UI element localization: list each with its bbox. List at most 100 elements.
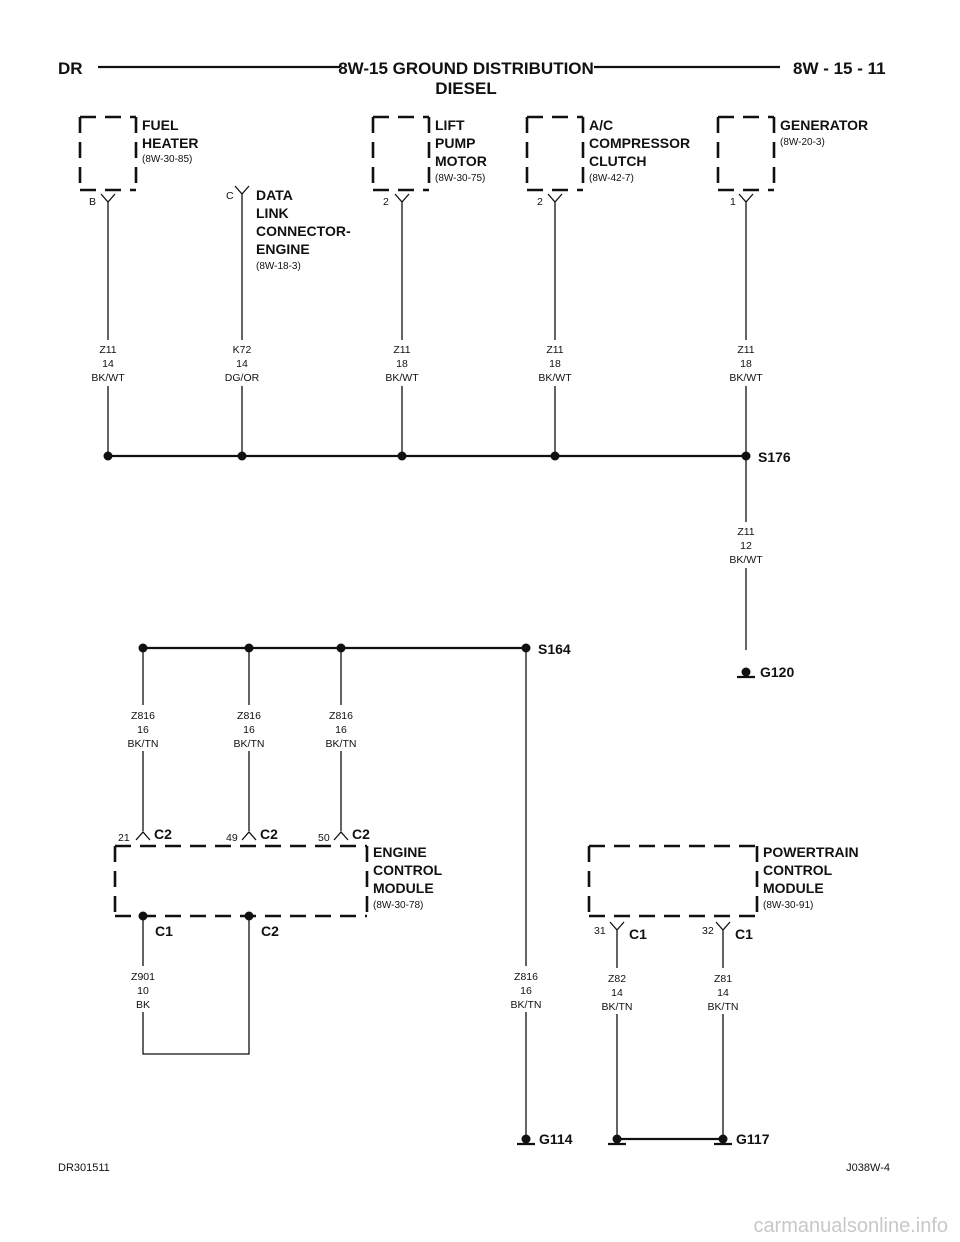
data-link-label-3: CONNECTOR-: [256, 223, 351, 239]
ecm-label-1: ENGINE: [373, 844, 427, 860]
wire-label-circuit: Z816: [131, 710, 155, 722]
wire-label-circuit: Z11: [546, 344, 563, 356]
lift-pump-outline: [371, 115, 431, 192]
wire-label-color: BK/WT: [729, 554, 763, 566]
ac-clutch-label-1: A/C: [589, 117, 613, 133]
ecm-connector-c2: C2: [154, 826, 172, 842]
splice-dot: [550, 451, 560, 461]
wire-label-circuit: Z82: [608, 973, 626, 985]
ground-dot: [521, 1134, 531, 1144]
lift-pump-wire: [394, 193, 410, 454]
header-left: DR: [58, 59, 83, 78]
wire-label-color: BK/TN: [602, 1001, 633, 1013]
generator-outline: [716, 115, 776, 192]
ecm-pin-50: 50: [318, 832, 330, 844]
ground-g120: G120: [737, 664, 794, 680]
wire-label-gauge: 16: [335, 724, 347, 736]
data-link-wire: [234, 185, 250, 454]
footer-right: J038W-4: [846, 1162, 890, 1174]
engine-control-module: 21 C2 49 C2 50 C2 ENGINE CONTROL MODULE …: [113, 826, 443, 1055]
ecm-pin-21: 21: [118, 832, 130, 844]
s164-label: S164: [538, 641, 571, 657]
ecm-label-3: MODULE: [373, 880, 434, 896]
pcm-label-3: MODULE: [763, 880, 824, 896]
pcm-pin32-wire: [715, 921, 731, 1138]
watermark: carmanualsonline.info: [753, 1215, 948, 1237]
fuel-heater-wire: [100, 193, 116, 454]
splice-dot: [103, 451, 113, 461]
data-link-pin: C: [226, 190, 234, 202]
data-link-label-1: DATA: [256, 187, 293, 203]
ac-clutch-pin: 2: [537, 196, 543, 208]
lift-pump-ref: (8W-30-75): [435, 173, 485, 184]
fuel-heater-label-2: HEATER: [142, 135, 199, 151]
fuel-heater-ref: (8W-30-85): [142, 154, 192, 165]
lift-pump-label-2: PUMP: [435, 135, 475, 151]
wire-label-gauge: 10: [137, 985, 149, 997]
page-header: DR 8W-15 GROUND DISTRIBUTION DIESEL 8W -…: [58, 59, 886, 98]
g117-label: G117: [736, 1131, 770, 1147]
pcm-label-1: POWERTRAIN: [763, 844, 859, 860]
wire-label-circuit: Z816: [329, 710, 353, 722]
page-footer: DR301511 J038W-4: [58, 1162, 890, 1174]
connector-symbol: [135, 831, 151, 841]
wire-label-color: BK: [136, 999, 150, 1011]
wire-label-color: BK/TN: [708, 1001, 739, 1013]
splice-dot: [237, 451, 247, 461]
powertrain-control-module: POWERTRAIN CONTROL MODULE (8W-30-91) 31 …: [587, 844, 859, 1138]
ac-compressor-clutch-component: A/C COMPRESSOR CLUTCH (8W-42-7) 2: [525, 115, 690, 454]
header-subtitle: DIESEL: [435, 79, 496, 98]
pcm-pin-32: 32: [702, 925, 714, 937]
header-title: 8W-15 GROUND DISTRIBUTION: [338, 59, 594, 78]
wire-label-gauge: 16: [243, 724, 255, 736]
wire-label-gauge: 12: [740, 540, 752, 552]
splice-s164: S164: [138, 641, 571, 1138]
ecm-connector-c2: C2: [352, 826, 370, 842]
wire-label-circuit: K72: [233, 344, 252, 356]
wire-label-color: BK/WT: [538, 372, 572, 384]
ac-clutch-outline: [525, 115, 585, 192]
wire-label-gauge: 14: [611, 987, 623, 999]
middle-wire-labels: Z816 16 BK/TN Z816 16 BK/TN Z816 16 BK/T…: [119, 705, 550, 1012]
ground-dot: [741, 667, 751, 677]
wire-label-color: DG/OR: [225, 372, 260, 384]
data-link-connector-component: C DATA LINK CONNECTOR- ENGINE (8W-18-3): [226, 185, 351, 454]
wire-label-gauge: 14: [236, 358, 248, 370]
g120-label: G120: [760, 664, 794, 680]
wire-label-circuit: Z11: [737, 526, 754, 538]
wire-label-color: BK/TN: [234, 738, 265, 750]
splice-dot: [397, 451, 407, 461]
data-link-label-4: ENGINE: [256, 241, 310, 257]
wire-label-color: BK/WT: [385, 372, 419, 384]
ground-dot: [612, 1134, 622, 1144]
ground-g117: G117: [608, 1131, 770, 1147]
generator-wire: [738, 193, 754, 650]
g114-label: G114: [539, 1131, 573, 1147]
ecm-label-2: CONTROL: [373, 862, 443, 878]
data-link-label-2: LINK: [256, 205, 289, 221]
wire-label-circuit: Z11: [99, 344, 116, 356]
wire-label-circuit: Z11: [737, 344, 754, 356]
pcm-connector-c1: C1: [629, 926, 647, 942]
ac-clutch-label-3: CLUTCH: [589, 153, 647, 169]
fuel-heater-component: FUEL HEATER (8W-30-85) B: [78, 115, 199, 454]
wire-label-gauge: 14: [102, 358, 114, 370]
ac-clutch-label-2: COMPRESSOR: [589, 135, 690, 151]
wire-label-circuit: Z11: [393, 344, 410, 356]
ground-dot: [718, 1134, 728, 1144]
ecm-ref: (8W-30-78): [373, 900, 423, 911]
ecm-pin-49: 49: [226, 832, 238, 844]
wire-label-color: BK/TN: [511, 999, 542, 1011]
wire-label-color: BK/WT: [91, 372, 125, 384]
ecm-connector-c2: C2: [260, 826, 278, 842]
pcm-outline: [587, 844, 759, 918]
ecm-connector-c1: C1: [155, 923, 173, 939]
pcm-connector-c1: C1: [735, 926, 753, 942]
ecm-outline: [113, 844, 369, 918]
lift-pump-pin: 2: [383, 196, 389, 208]
connector-symbol: [241, 831, 257, 841]
ground-g114: G114: [517, 1131, 573, 1147]
generator-component: GENERATOR (8W-20-3) 1: [716, 115, 868, 650]
wire-label-gauge: 18: [549, 358, 561, 370]
